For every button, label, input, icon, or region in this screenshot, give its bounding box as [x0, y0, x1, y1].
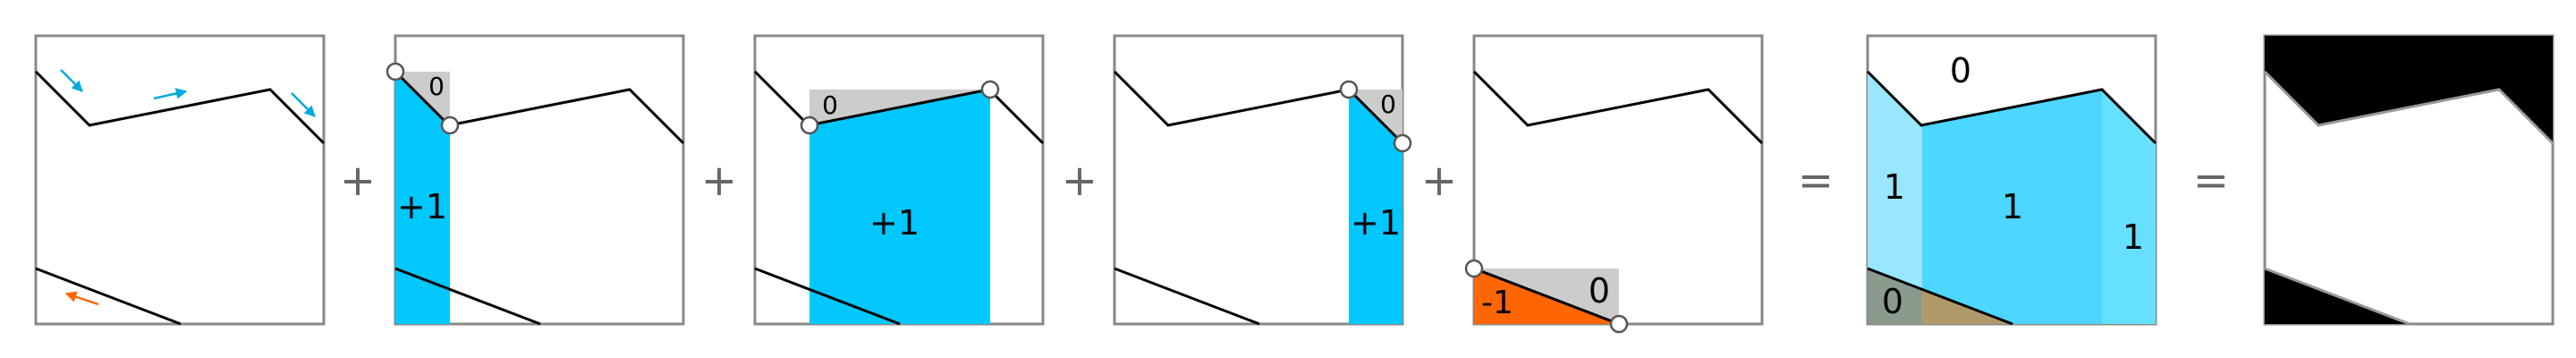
edge-endpoint-marker: [386, 62, 405, 81]
value-label: -1: [1481, 285, 1513, 321]
edge-endpoint-marker: [1464, 259, 1484, 278]
upper-edge-line: [1866, 70, 2157, 145]
panel-6-winding-sum: 0 1 1 1 0: [1866, 34, 2157, 326]
edge-endpoint-marker: [980, 80, 1000, 99]
equals-operator: =: [2193, 156, 2229, 206]
lower-edge-line: [35, 267, 182, 326]
upper-edge-line: [34, 70, 326, 145]
zero-label: 0: [428, 72, 445, 101]
direction-arrow-icon: [153, 88, 188, 100]
direction-arrow-icon: [64, 291, 99, 306]
plus-operator: +: [1421, 156, 1457, 206]
region-bottom-left: [1868, 268, 1922, 324]
value-label: +1: [397, 187, 447, 226]
mask-edge-line: [2264, 267, 2411, 326]
left-label: 1: [1884, 167, 1905, 207]
zero-label: 0: [1380, 90, 1396, 119]
panel-5-edge-contribution: 0 -1: [1464, 34, 1764, 334]
edge-endpoint-marker: [440, 115, 460, 135]
region-right: [2102, 90, 2156, 324]
lower-edge-line: [394, 267, 541, 326]
upper-edge-line: [753, 70, 1045, 145]
panel-3-edge-contribution: 0 +1: [753, 34, 1045, 326]
panel-7-final-mask: [2263, 34, 2555, 326]
center-label: 1: [2002, 187, 2023, 226]
edge-endpoint-marker: [1609, 314, 1629, 334]
plus-operator: +: [701, 156, 737, 206]
region-center: [1922, 90, 2102, 324]
direction-arrow-icon: [291, 92, 316, 117]
plus-operator: +: [340, 156, 376, 206]
zero-label: 0: [1589, 271, 1610, 311]
upper-edge-line: [1113, 70, 1404, 145]
equals-operator: =: [1798, 156, 1834, 206]
right-label: 1: [2123, 217, 2144, 257]
region-left: [1868, 72, 1922, 324]
mask-region-top: [2265, 36, 2553, 143]
edge-endpoint-marker: [800, 115, 819, 135]
lower-edge-line: [1473, 267, 1620, 326]
bottom-label: 0: [1882, 282, 1903, 321]
direction-arrow-icon: [60, 69, 83, 92]
panel-4-edge-contribution: 0 +1: [1113, 34, 1412, 326]
mask-edge-line: [2263, 70, 2555, 145]
panel-2-edge-contribution: 0 +1: [386, 34, 685, 326]
upper-edge-line: [1472, 70, 1764, 145]
zero-label: 0: [822, 90, 838, 120]
value-label: +1: [1351, 203, 1401, 243]
lower-edge-line: [754, 267, 901, 326]
panel-1-original-polygon: [34, 34, 326, 326]
value-label: +1: [869, 203, 919, 243]
lower-edge-line: [1867, 267, 2013, 326]
top-label: 0: [1950, 51, 1971, 90]
upper-edge-line: [394, 70, 685, 145]
plus-operator: +: [1062, 156, 1097, 206]
positive-region: [809, 90, 990, 324]
panel-frame: [34, 34, 326, 326]
edge-endpoint-marker: [1339, 80, 1359, 99]
lower-edge-line: [1114, 267, 1260, 326]
edge-endpoint-marker: [1393, 133, 1412, 153]
